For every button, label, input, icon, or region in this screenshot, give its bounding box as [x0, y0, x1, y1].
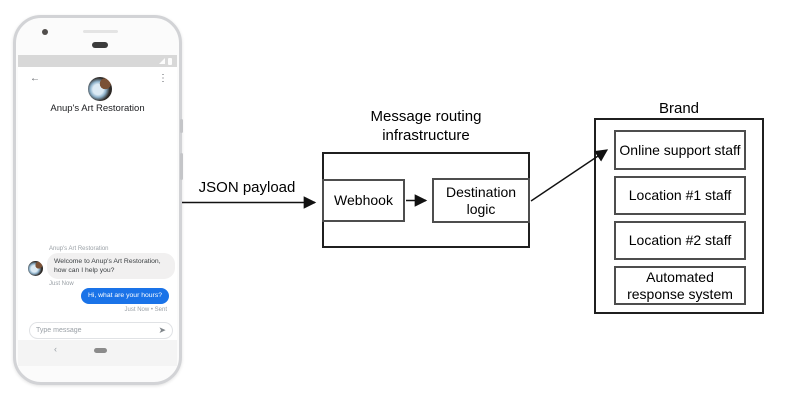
message-composer: ➤ [29, 322, 173, 339]
brand-title: Brand [658, 100, 700, 117]
phone-frame: ← ⋮ Anup's Art Restoration Anup's Art Re… [13, 15, 183, 385]
nav-back-button[interactable]: ‹ [54, 344, 57, 354]
home-indicator[interactable] [94, 348, 107, 353]
battery-icon [168, 57, 172, 65]
back-button[interactable]: ← [30, 73, 40, 84]
incoming-message-bubble: Welcome to Anup's Art Restoration, how c… [47, 253, 175, 279]
send-icon[interactable]: ➤ [158, 325, 166, 335]
brand-item-location-2-staff: Location #2 staff [614, 221, 746, 260]
nav-bar: ‹ [18, 340, 177, 366]
brand-item-online-support-staff: Online support staff [614, 130, 746, 170]
webhook-box: Webhook [322, 179, 405, 222]
brand-avatar [88, 77, 112, 101]
message-avatar [28, 261, 43, 276]
incoming-timestamp: Just Now [49, 281, 74, 287]
chat-header: ← ⋮ Anup's Art Restoration [18, 67, 177, 117]
sender-label: Anup's Art Restoration [49, 246, 109, 252]
outgoing-timestamp: Just Now • Sent [124, 307, 167, 313]
brand-item-location-1-staff: Location #1 staff [614, 176, 746, 215]
outgoing-message-bubble: Hi, what are your hours? [80, 288, 169, 304]
routing-title: Message routing infrastructure [370, 108, 482, 144]
power-button [180, 119, 183, 133]
volume-button [180, 153, 183, 180]
chat-title: Anup's Art Restoration [50, 103, 145, 114]
message-input[interactable] [36, 327, 159, 334]
destination-logic-box: Destination logic [432, 178, 530, 223]
earpiece-icon [92, 42, 108, 48]
camera-icon [42, 29, 48, 35]
speaker-grille [83, 30, 118, 33]
brand-box: Online support staff Location #1 staff L… [594, 118, 764, 314]
phone-screen: ← ⋮ Anup's Art Restoration Anup's Art Re… [18, 55, 177, 366]
json-payload-label: JSON payload [198, 179, 296, 196]
brand-item-automated-response-system: Automated response system [614, 266, 746, 305]
overflow-menu-button[interactable]: ⋮ [158, 73, 168, 84]
signal-icon [159, 58, 165, 64]
status-bar [18, 55, 177, 67]
